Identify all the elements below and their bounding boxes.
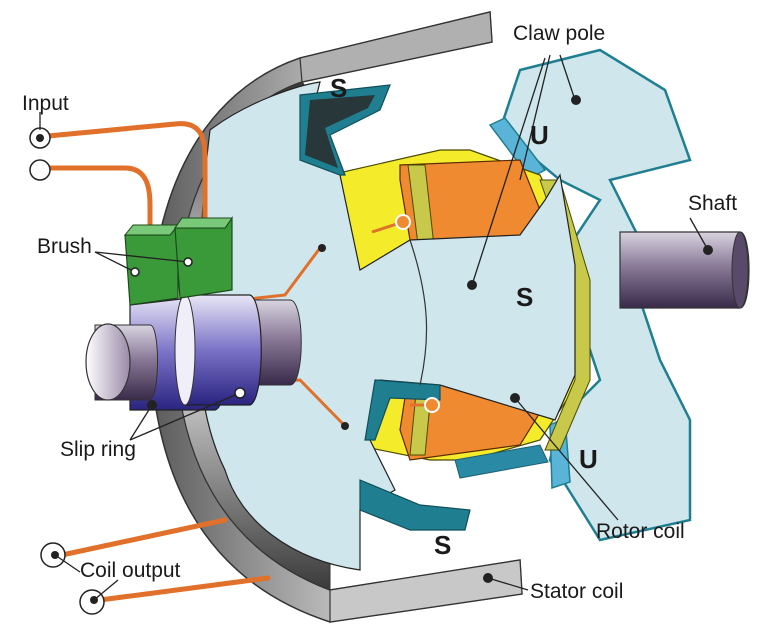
claw-pole-front	[197, 81, 576, 571]
label-stator-coil: Stator coil	[530, 580, 623, 603]
shaft	[619, 231, 750, 309]
pole-s-middle: S	[516, 282, 533, 312]
leader-lines	[39, 54, 709, 601]
label-brush: Brush	[37, 235, 92, 258]
input-terminal-2	[29, 159, 51, 181]
pole-s-bottom: S	[434, 530, 451, 560]
label-slip-ring: Slip ring	[60, 438, 136, 461]
label-coil-output: Coil output	[80, 559, 181, 582]
pole-u-top: U	[530, 120, 549, 150]
wires	[45, 121, 432, 603]
label-shaft: Shaft	[688, 192, 737, 215]
label-input: Input	[22, 92, 69, 115]
label-rotor-coil: Rotor coil	[596, 520, 685, 543]
label-claw-pole: Claw pole	[513, 22, 605, 45]
pole-u-bottom: U	[579, 444, 598, 474]
marker-dots	[36, 95, 713, 604]
pole-s-top: S	[330, 73, 347, 103]
slip-ring-assembly	[85, 294, 302, 411]
